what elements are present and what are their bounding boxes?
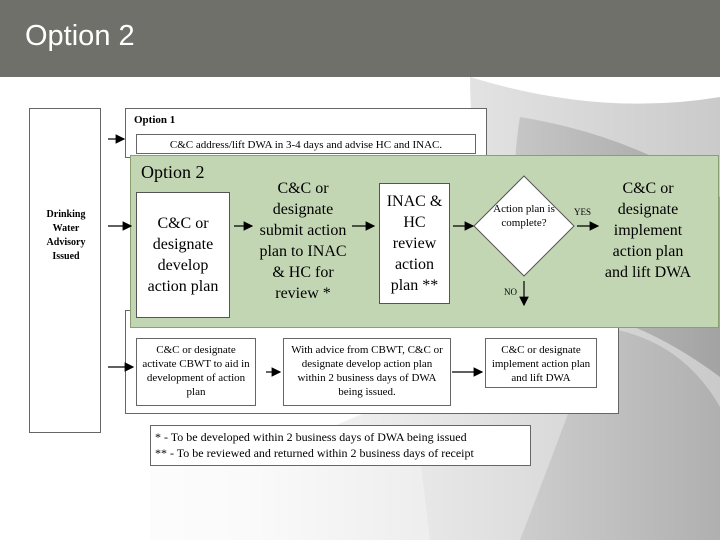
notes-box: * - To be developed within 2 business da… <box>150 425 531 466</box>
note-1: * - To be developed within 2 business da… <box>155 430 467 444</box>
option2-develop-text: C&C or designate develop action plan <box>147 215 219 295</box>
option3-implement-text: C&C or designate implement action plan a… <box>491 344 591 384</box>
note-2: ** - To be reviewed and returned within … <box>155 446 474 460</box>
dwa-issued-box: Drinking Water Advisory Issued <box>29 108 101 433</box>
title-bar: Option 2 <box>0 0 720 77</box>
decision-text: Action plan is complete? <box>493 203 555 229</box>
option1-label: Option 1 <box>134 114 176 126</box>
option1-step-text: C&C address/lift DWA in 3-4 days and adv… <box>169 139 443 151</box>
option3-implement-box: C&C or designate implement action plan a… <box>485 338 597 388</box>
option1-box: Option 1 C&C address/lift DWA in 3-4 day… <box>125 108 487 158</box>
option3-activate-text: C&C or designate activate CBWT to aid in… <box>142 344 250 398</box>
option3-advice-text: With advice from CBWT, C&C or designate … <box>291 344 443 398</box>
decision-yes-label: YES <box>574 207 592 217</box>
option3-activate-box: C&C or designate activate CBWT to aid in… <box>136 338 256 406</box>
decision-diamond <box>473 175 575 277</box>
option2-review-text: INAC & HC review action plan ** <box>386 193 443 294</box>
dwa-issued-label: Drinking Water Advisory Issued <box>46 209 86 262</box>
option2-review-box: INAC & HC review action plan ** <box>379 183 450 304</box>
option1-step: C&C address/lift DWA in 3-4 days and adv… <box>136 134 476 154</box>
option3-advice-box: With advice from CBWT, C&C or designate … <box>283 338 451 406</box>
option2-implement-text: C&C or designate implement action plan a… <box>604 180 692 281</box>
option2-develop-box: C&C or designate develop action plan <box>136 192 230 318</box>
option2-submit-text: C&C or designate submit action plan to I… <box>259 180 347 302</box>
decision-no-label: NO <box>504 287 517 297</box>
slide-title: Option 2 <box>25 20 135 52</box>
option2-label: Option 2 <box>141 162 205 182</box>
